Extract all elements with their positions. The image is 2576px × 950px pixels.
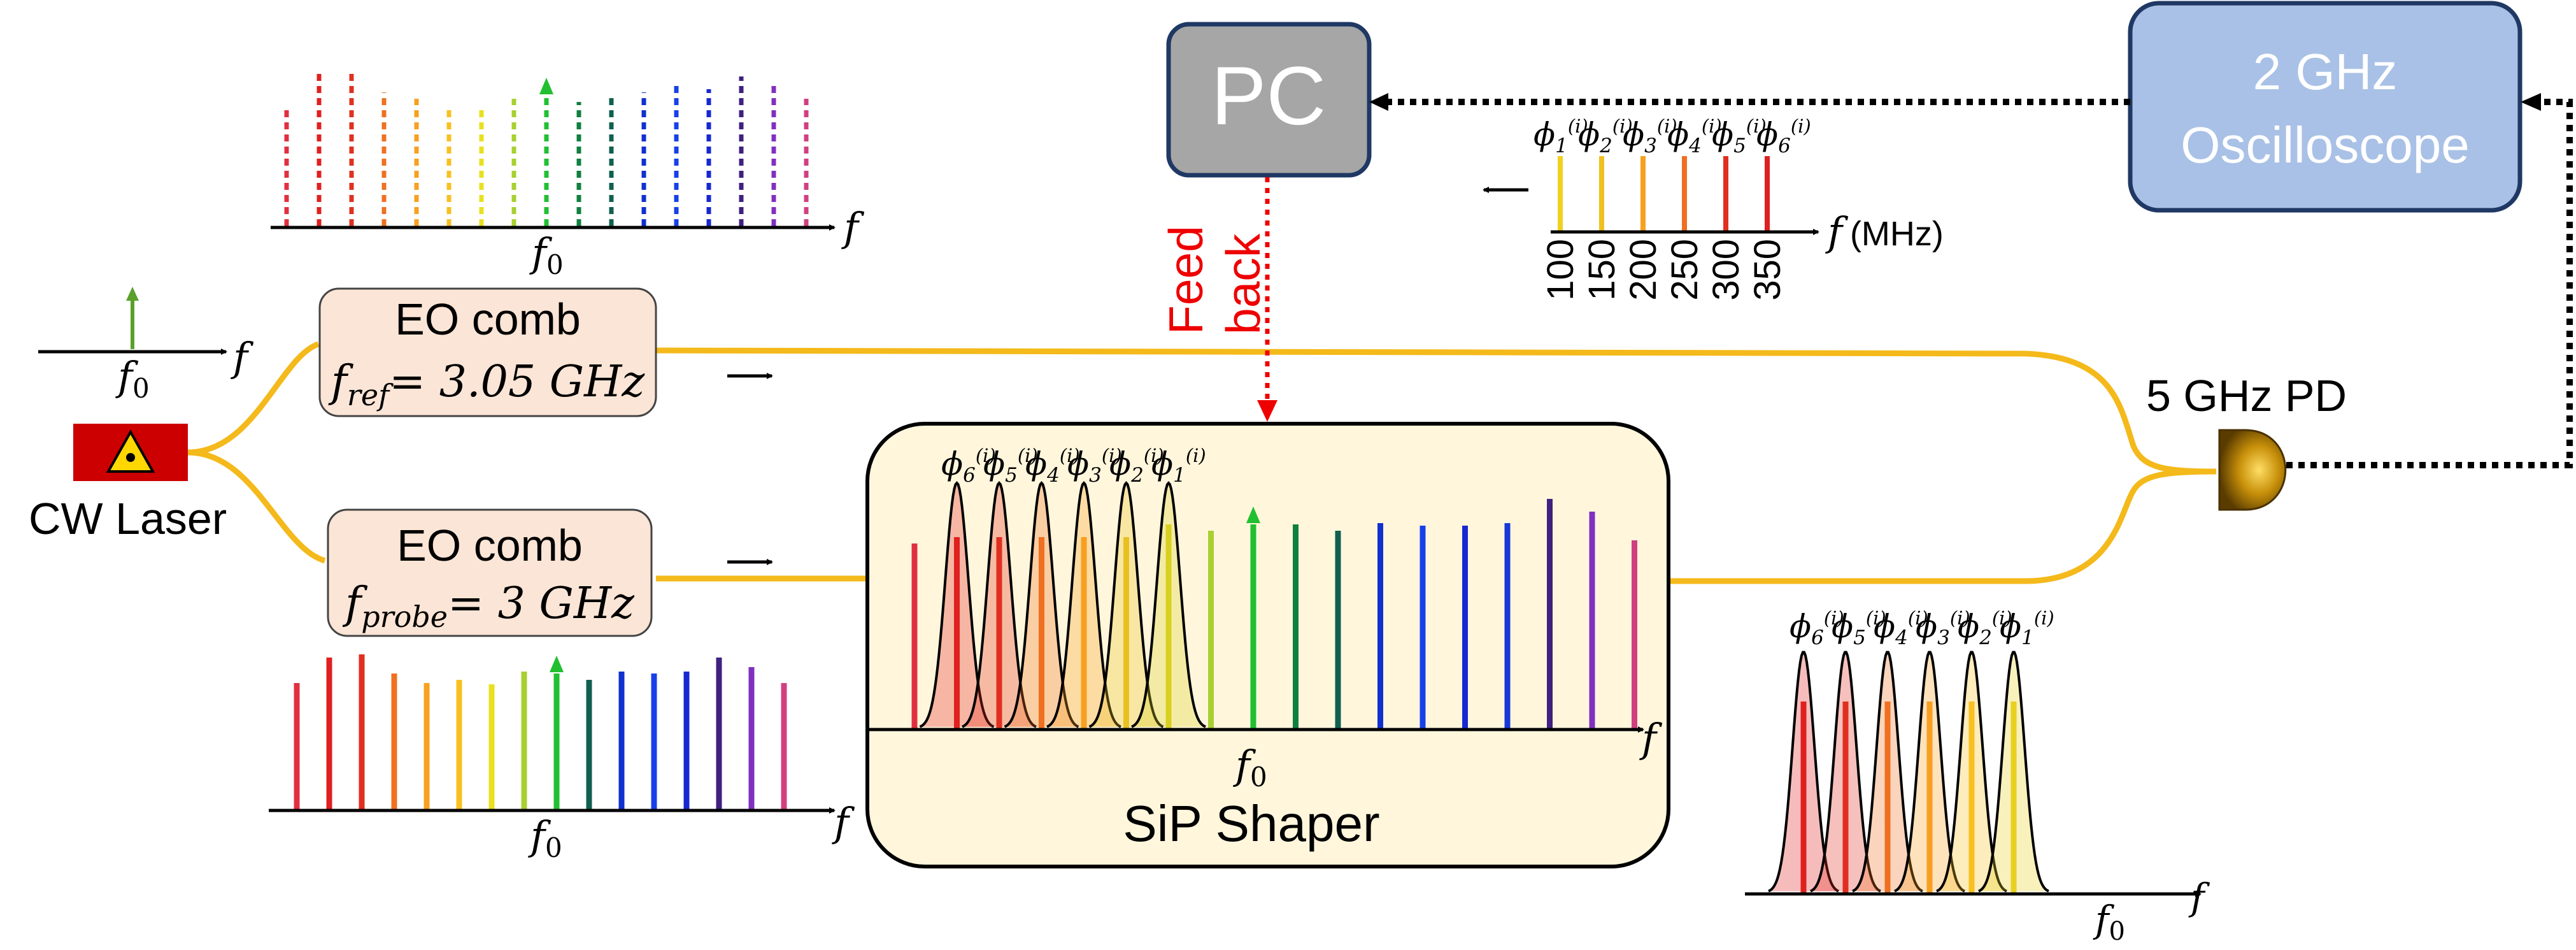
output-phase-label: ϕ4(i) — [1874, 607, 1928, 649]
shaper-filter-peak — [1131, 480, 1206, 728]
oscilloscope-box: 2 GHz Oscilloscope — [2128, 1, 2523, 213]
cw-laser: CW Laser — [29, 424, 227, 543]
output-f0: f0 — [2093, 898, 2125, 946]
eo-comb-probe-title: EO comb — [397, 521, 583, 570]
ref-comb-f0: f0 — [529, 229, 564, 280]
rf-tick-label: 250 — [1664, 239, 1705, 301]
output-phase-label: ϕ6(i) — [1790, 607, 1844, 649]
fiber-laser-split — [187, 341, 326, 564]
shaper-spectrum — [911, 480, 1637, 728]
shaper-filter-peak — [919, 480, 995, 728]
rf-phase-label: ϕ3(i) — [1623, 115, 1677, 157]
feedback-line1: Feed — [1159, 226, 1213, 335]
rf-tick-label: 350 — [1747, 239, 1788, 301]
rf-tick-label: 300 — [1705, 239, 1747, 301]
oscilloscope-line2: Oscilloscope — [2181, 117, 2470, 173]
feedback-link — [1257, 177, 1277, 422]
photodetector: 5 GHz PD — [2146, 371, 2347, 511]
fiber-ref-to-pd — [655, 347, 2217, 475]
input-spectrum — [38, 287, 227, 355]
pc-box: PC — [1166, 22, 1372, 178]
shaper-phase-label: ϕ2(i) — [1109, 445, 1164, 487]
probe-carrier-arrowhead — [550, 656, 564, 672]
output-phase-label: ϕ1(i) — [2000, 607, 2054, 649]
rf-phase-label: ϕ4(i) — [1667, 115, 1722, 157]
output-filter-peak — [1810, 651, 1881, 893]
sip-shaper-label: SiP Shaper — [1123, 795, 1379, 852]
rf-phase-label: ϕ6(i) — [1756, 115, 1811, 157]
shaper-filter-peak — [1088, 480, 1164, 728]
fiber-shaper-to-pd — [1669, 468, 2217, 584]
output-axis-f: f — [2188, 875, 2210, 919]
output-phase-label: ϕ3(i) — [1916, 607, 1970, 649]
laser-warning-icon — [106, 429, 155, 473]
input-axis-f: f — [231, 334, 254, 380]
shaper-filter-peak — [962, 480, 1037, 728]
shaper-phase-label: ϕ5(i) — [983, 445, 1038, 487]
fiber-lines — [187, 341, 2217, 584]
output-phase-label: ϕ2(i) — [1958, 607, 2012, 649]
output-filter-peak — [1894, 651, 1965, 893]
laser-label: CW Laser — [29, 494, 227, 543]
shaper-phase-label: ϕ1(i) — [1151, 445, 1206, 487]
rf-phase-labels: ϕ1(i)ϕ2(i)ϕ3(i)ϕ4(i)ϕ5(i)ϕ6(i) — [1534, 115, 1811, 157]
pc-arrowhead — [1369, 93, 1388, 111]
shaper-filter-peak — [1004, 480, 1079, 728]
output-filter-peak — [1936, 651, 2007, 893]
ref-comb-spectrum — [284, 70, 809, 226]
ref-comb-axis-f: f — [841, 204, 865, 250]
probe-comb-axis-f: f — [832, 799, 855, 846]
rf-phase-label: ϕ2(i) — [1578, 115, 1633, 157]
probe-comb-f0: f0 — [528, 812, 562, 863]
eo-comb-ref: EO comb fref= 3.05 GHz — [318, 287, 657, 417]
oscilloscope-line1: 2 GHz — [2253, 43, 2398, 100]
rf-beat-spectrum — [1558, 156, 1770, 231]
output-filter-peak — [1978, 651, 2049, 893]
rf-phase-label: ϕ5(i) — [1712, 115, 1767, 157]
output-filter-peak — [1852, 651, 1923, 893]
rf-tick-label: 200 — [1623, 239, 1664, 301]
shaper-phase-label: ϕ3(i) — [1067, 445, 1122, 487]
sip-shaper: SiP Shaper — [865, 422, 1670, 868]
rf-phase-label: ϕ1(i) — [1534, 115, 1588, 157]
output-phase-label: ϕ5(i) — [1832, 607, 1886, 649]
rf-tick-label: 100 — [1540, 239, 1581, 301]
shaper-phase-label: ϕ4(i) — [1025, 445, 1080, 487]
feedback-label: Feed back — [1159, 226, 1270, 335]
eo-comb-probe-equation: fprobe= 3 GHz — [342, 579, 635, 634]
pd-to-scope-link — [2286, 99, 2573, 468]
feedback-line2: back — [1216, 233, 1270, 335]
shaper-phase-labels: ϕ6(i)ϕ5(i)ϕ4(i)ϕ3(i)ϕ2(i)ϕ1(i) — [941, 445, 1206, 487]
shaper-filter-peak — [1046, 480, 1121, 728]
electrical-links — [1383, 99, 2573, 468]
photodetector-label: 5 GHz PD — [2146, 371, 2347, 421]
rf-tick-label: 150 — [1581, 239, 1623, 301]
eo-comb-ref-title: EO comb — [395, 294, 581, 344]
output-phase-labels: ϕ6(i)ϕ5(i)ϕ4(i)ϕ3(i)ϕ2(i)ϕ1(i) — [1790, 607, 2054, 649]
probe-comb-spectrum — [294, 654, 787, 810]
eo-comb-ref-equation: fref= 3.05 GHz — [328, 357, 646, 412]
output-spectrum — [1768, 651, 2049, 893]
shaper-carrier-arrowhead — [1246, 507, 1260, 523]
ref-carrier-arrowhead — [539, 78, 553, 94]
rf-axis-label: f(MHz) — [1825, 208, 1944, 255]
scope-arrowhead — [2521, 93, 2541, 111]
output-filter-peak — [1768, 651, 1839, 893]
pc-label: PC — [1211, 49, 1327, 142]
input-f0: f0 — [115, 353, 150, 404]
shaper-phase-label: ϕ6(i) — [941, 445, 996, 487]
eo-comb-probe: EO comb fprobe= 3 GHz — [327, 508, 653, 637]
